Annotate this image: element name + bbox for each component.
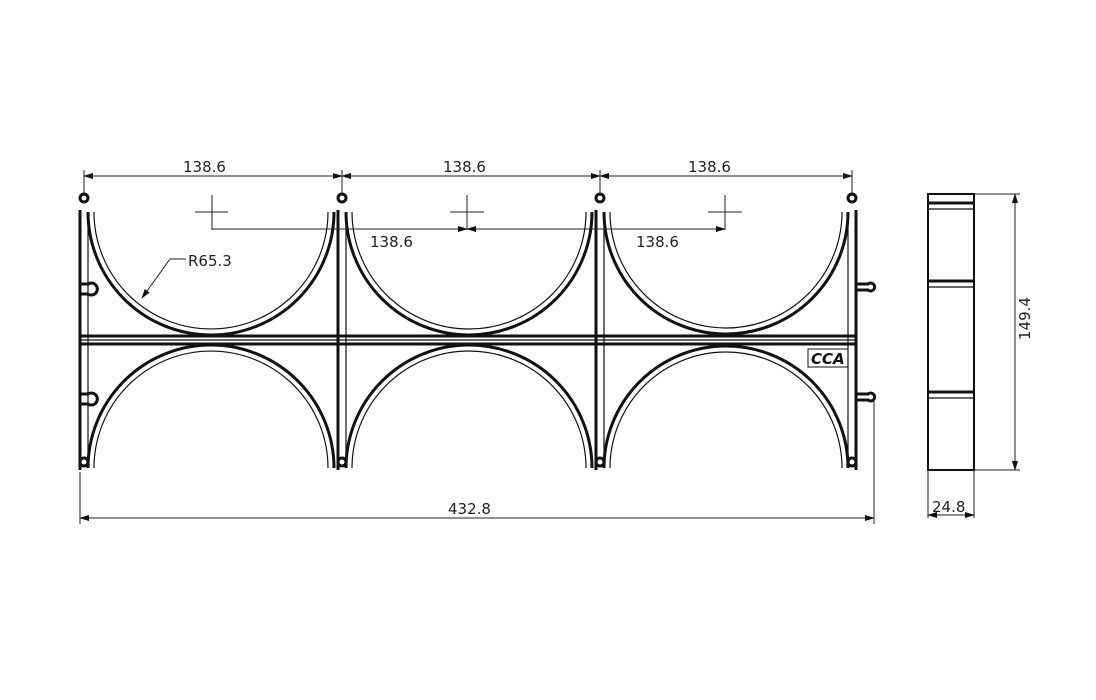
dim-top-1: 138.6 (183, 158, 226, 176)
overall-length-dimension: 432.8 (79, 398, 875, 524)
side-view: 149.4 24.8 (927, 193, 1034, 518)
center-marks (195, 195, 742, 230)
front-view: CCA (78, 192, 877, 470)
clip-knobs (78, 192, 877, 468)
overall-length-label: 432.8 (448, 500, 491, 518)
svg-text:CCA: CCA (811, 350, 845, 368)
center-spacing-dimensions: 138.6 138.6 (212, 226, 726, 251)
dim-center-2: 138.6 (636, 233, 679, 251)
dim-top-2: 138.6 (443, 158, 486, 176)
top-spacing-dimensions: 138.6 138.6 138.6 (83, 158, 853, 196)
radius-callout: R65.3 (141, 252, 232, 299)
dim-center-1: 138.6 (370, 233, 413, 251)
dim-top-3: 138.6 (688, 158, 731, 176)
radius-label: R65.3 (188, 252, 232, 270)
cca-logo: CCA (807, 348, 849, 368)
side-height-label: 149.4 (1016, 297, 1034, 340)
side-width-label: 24.8 (932, 498, 965, 516)
